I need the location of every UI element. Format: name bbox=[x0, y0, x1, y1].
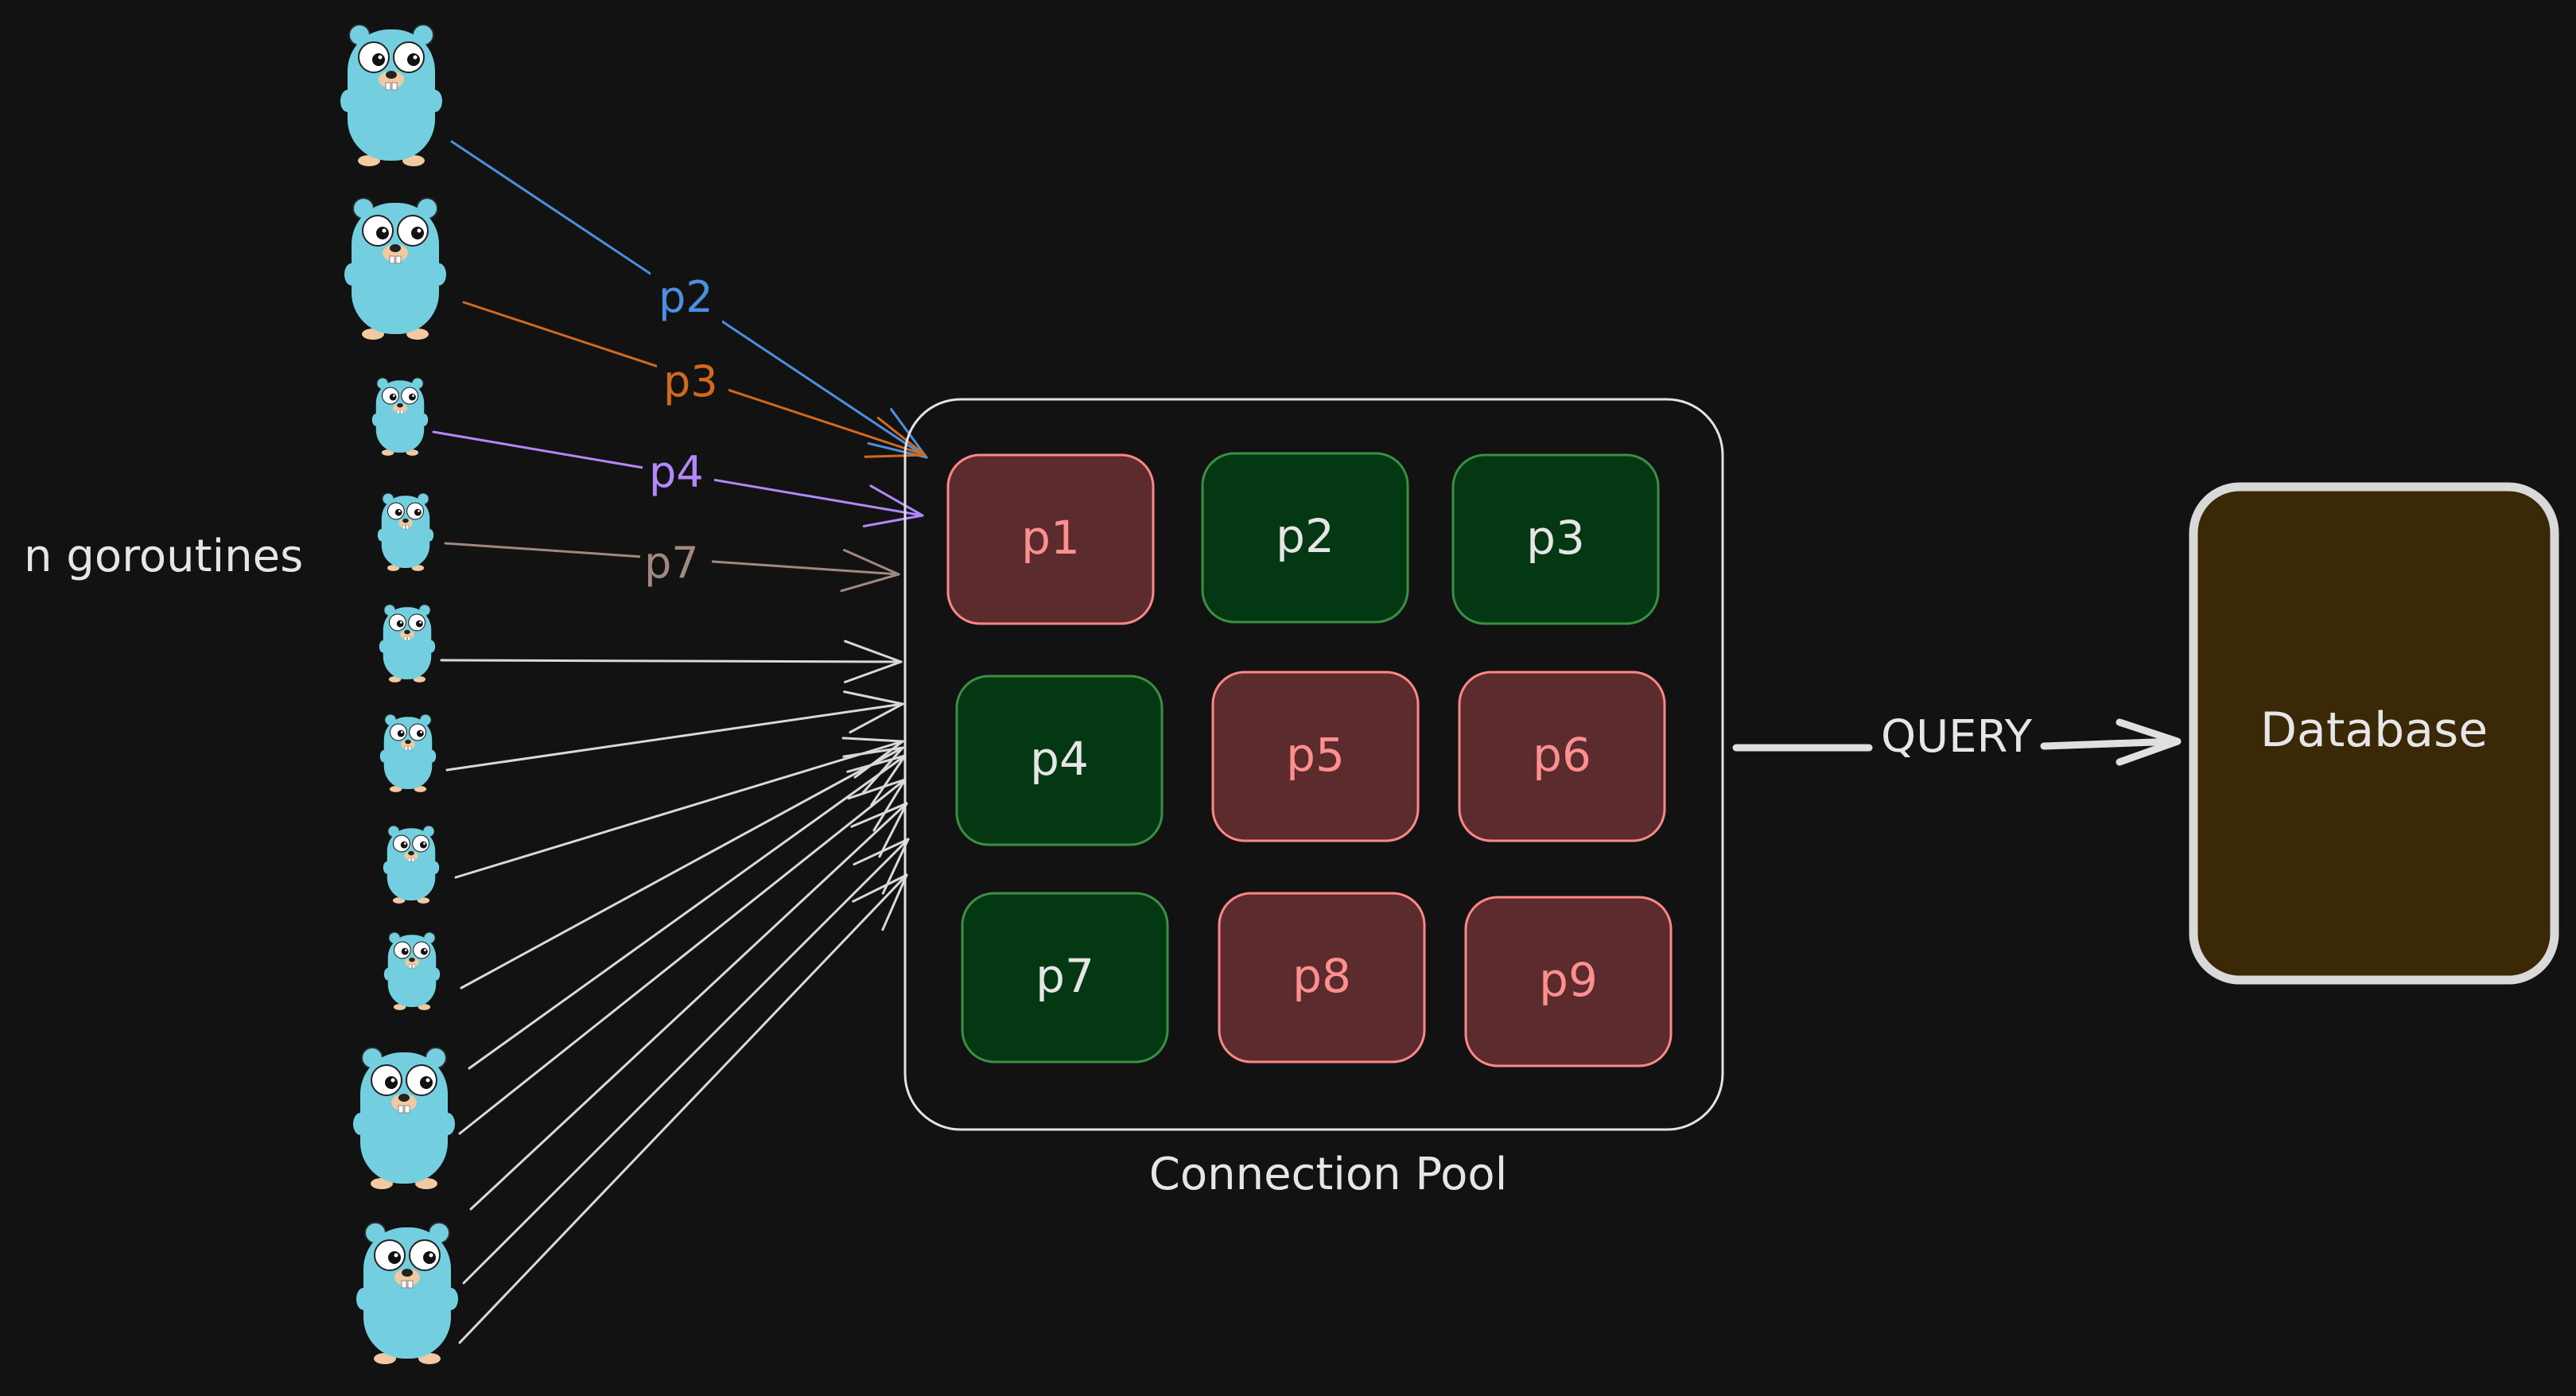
connection-label: p5 bbox=[1286, 728, 1345, 782]
request-arrow bbox=[469, 802, 908, 1211]
goroutine-gophers bbox=[340, 24, 459, 1365]
database-label: Database bbox=[2260, 702, 2488, 758]
gopher-icon bbox=[377, 492, 434, 572]
connection-label: p4 bbox=[1030, 732, 1089, 786]
connector-lines bbox=[432, 140, 928, 1344]
connection-p2: p2 bbox=[1201, 452, 1409, 624]
connection-p6: p6 bbox=[1458, 671, 1666, 842]
assignment-label-p7: p7 bbox=[640, 535, 712, 590]
request-arrow bbox=[458, 873, 908, 1344]
connection-p3: p3 bbox=[1451, 453, 1660, 625]
assignment-label-p4: p4 bbox=[643, 445, 714, 501]
gopher-icon bbox=[379, 714, 437, 793]
request-arrow bbox=[468, 754, 907, 1070]
gopher-icon bbox=[383, 931, 441, 1011]
svg-text:p4: p4 bbox=[649, 447, 704, 497]
svg-text:p2: p2 bbox=[659, 272, 713, 322]
goroutines-label: n goroutines bbox=[24, 531, 303, 582]
gopher-icon bbox=[356, 1222, 459, 1365]
connection-p8: p8 bbox=[1218, 892, 1426, 1064]
gopher-icon bbox=[340, 24, 443, 167]
connection-p1: p1 bbox=[946, 453, 1155, 625]
assignment-label-p3: p3 bbox=[657, 352, 729, 408]
gopher-icon bbox=[383, 825, 440, 904]
request-arrow bbox=[440, 640, 903, 683]
connection-label: p7 bbox=[1035, 949, 1094, 1003]
request-arrow bbox=[445, 690, 904, 772]
request-arrow bbox=[458, 778, 907, 1135]
query-label: QUERY bbox=[1881, 711, 2033, 763]
connection-label: p8 bbox=[1292, 949, 1351, 1003]
connection-p7: p7 bbox=[961, 892, 1169, 1064]
database-box bbox=[2189, 482, 2559, 985]
connection-label: p2 bbox=[1276, 509, 1335, 563]
connection-label: p6 bbox=[1533, 728, 1591, 782]
svg-text:p7: p7 bbox=[644, 538, 699, 588]
svg-text:p3: p3 bbox=[663, 356, 718, 406]
connection-label: p3 bbox=[1526, 511, 1585, 565]
connection-pool-box bbox=[903, 398, 1724, 1131]
connection-p9: p9 bbox=[1464, 896, 1673, 1067]
connection-label: p9 bbox=[1539, 953, 1598, 1007]
assignment-label-p2: p2 bbox=[651, 269, 722, 325]
gopher-icon bbox=[371, 377, 429, 457]
request-arrow bbox=[454, 737, 904, 879]
gopher-icon bbox=[352, 1047, 456, 1190]
connection-label: p1 bbox=[1021, 511, 1080, 565]
request-arrow bbox=[462, 838, 910, 1285]
gopher-icon bbox=[379, 604, 436, 683]
query-arrow bbox=[1732, 718, 2182, 766]
connection-pool-label: Connection Pool bbox=[1149, 1149, 1508, 1200]
pool-connections: p1 p2 p3 p4 p5 p6 p7 p8 p9 bbox=[946, 452, 1673, 1067]
connection-p4: p4 bbox=[955, 675, 1164, 846]
gopher-icon bbox=[344, 197, 447, 340]
connection-p5: p5 bbox=[1211, 671, 1420, 842]
